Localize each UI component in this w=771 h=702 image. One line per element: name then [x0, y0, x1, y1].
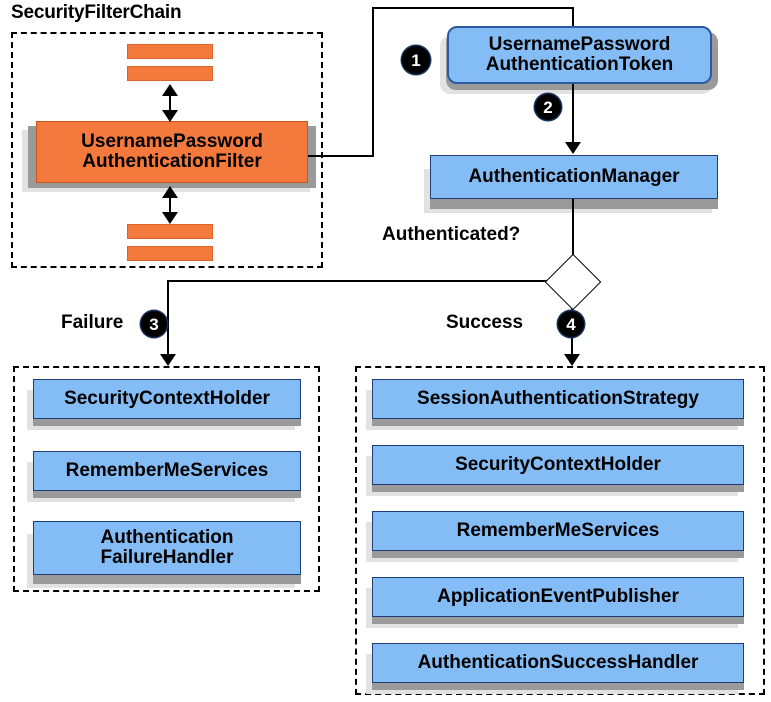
arrow-down-icon-top [162, 110, 178, 122]
failure-item-security-context-holder[interactable]: SecurityContextHolder [33, 379, 301, 419]
connector-filter-to-token-v2 [572, 7, 574, 31]
badge-step-3: 3 [141, 311, 167, 337]
filter-label-line1: UsernamePassword [81, 130, 263, 152]
success-item-security-context-holder[interactable]: SecurityContextHolder [372, 445, 744, 485]
success-item-application-event-publisher[interactable]: ApplicationEventPublisher [372, 577, 744, 617]
filter-chain-connector-bottom [169, 190, 171, 220]
connector-filter-to-token-h2 [372, 7, 574, 9]
success-branch-label: Success [446, 312, 524, 333]
connector-manager-to-decision [572, 199, 574, 263]
failure-item-1-label: SecurityContextHolder [64, 387, 270, 409]
success-item-2-label: SecurityContextHolder [455, 453, 661, 475]
failure-branch-group [13, 366, 320, 592]
arrow-down-icon-token-manager [565, 142, 581, 154]
success-item-session-authentication-strategy[interactable]: SessionAuthenticationStrategy [372, 379, 744, 419]
token-label-line2: AuthenticationToken [485, 54, 674, 75]
success-item-1-label: SessionAuthenticationStrategy [417, 387, 699, 409]
arrow-up-icon-bottom [162, 186, 178, 198]
filter-strip-bottom-2 [127, 246, 213, 261]
success-item-5-label: AuthenticationSuccessHandler [417, 651, 699, 673]
filter-strip-top-1 [127, 44, 213, 59]
connector-filter-to-token-h1 [308, 155, 374, 157]
arrow-down-icon-failure [160, 354, 176, 366]
success-item-4-label: ApplicationEventPublisher [437, 585, 679, 607]
authenticated-question-label: Authenticated? [382, 224, 521, 245]
success-branch-group [355, 366, 765, 695]
node-username-password-authentication-token[interactable]: UsernamePassword AuthenticationToken [447, 26, 712, 84]
arrow-down-icon-bottom [162, 212, 178, 224]
success-item-3-label: RememberMeServices [456, 519, 660, 541]
success-item-remember-me-services[interactable]: RememberMeServices [372, 511, 744, 551]
security-filter-chain-title: SecurityFilterChain [11, 2, 182, 23]
failure-branch-label: Failure [61, 312, 124, 333]
failure-item-authentication-failure-handler[interactable]: Authentication FailureHandler [33, 521, 301, 575]
connector-decision-to-failure-v [167, 280, 169, 357]
failure-item-remember-me-services[interactable]: RememberMeServices [33, 451, 301, 491]
decision-diamond [544, 253, 602, 311]
security-filter-chain-group [11, 32, 323, 268]
filter-label-line2: AuthenticationFilter [82, 151, 262, 172]
badge-step-1: 1 [402, 46, 430, 74]
failure-item-3-label-line2: FailureHandler [100, 547, 234, 568]
connector-decision-to-failure-h [168, 280, 553, 282]
filter-strip-top-2 [127, 66, 213, 81]
filter-chain-connector-top [169, 88, 171, 118]
connector-filter-to-token-v1 [372, 7, 374, 157]
failure-item-3-label-line1: Authentication [100, 526, 234, 548]
arrow-down-icon-success [564, 354, 580, 366]
arrow-up-icon-top [162, 84, 178, 96]
filter-strip-bottom-1 [127, 224, 213, 239]
badge-step-2: 2 [535, 94, 561, 120]
node-authentication-manager[interactable]: AuthenticationManager [430, 155, 718, 199]
manager-label: AuthenticationManager [468, 165, 680, 187]
node-username-password-authentication-filter[interactable]: UsernamePassword AuthenticationFilter [36, 121, 308, 183]
success-item-authentication-success-handler[interactable]: AuthenticationSuccessHandler [372, 643, 744, 683]
connector-token-to-manager [572, 84, 574, 144]
badge-step-4: 4 [558, 311, 584, 337]
token-label-line1: UsernamePassword [488, 33, 671, 55]
failure-item-2-label: RememberMeServices [65, 459, 269, 481]
